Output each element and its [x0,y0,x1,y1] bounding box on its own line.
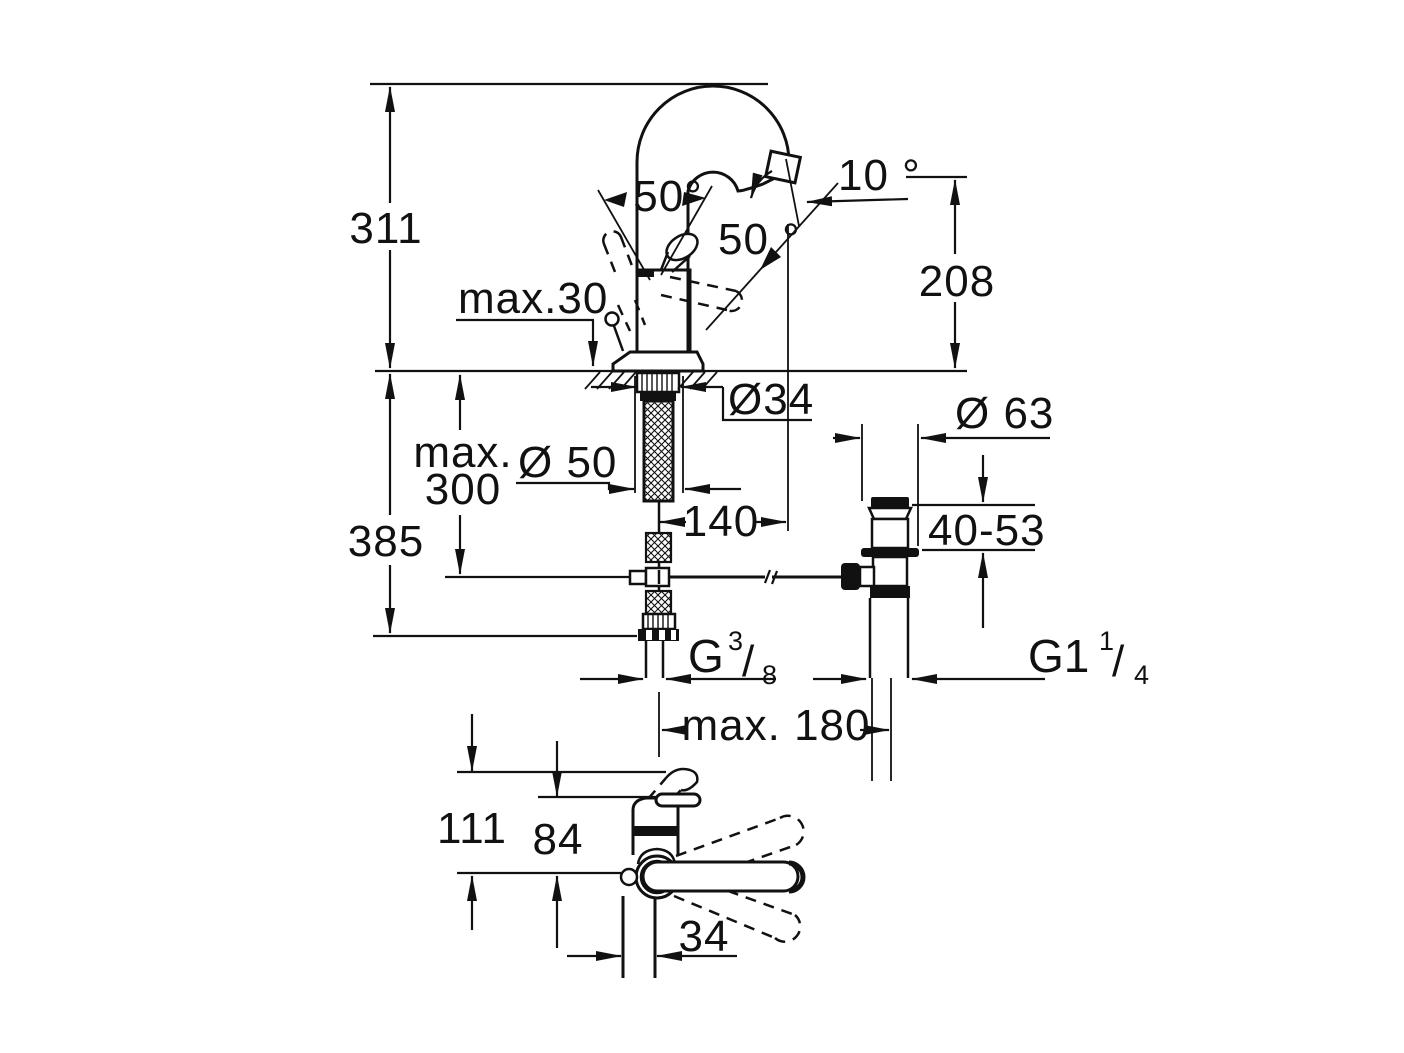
dimensions: 311 385 max. 300 max.30 Ø 50 [348,86,1149,961]
dim-34-label: 34 [679,912,730,961]
base-flange [611,350,705,373]
dim-111-label: 111 [437,804,507,853]
pivot-side-knob [619,867,639,887]
dim-111: 111 [437,714,507,930]
dim-g114-sup: 1 [1099,626,1114,656]
spout-outlet-tip [763,149,803,185]
waste-cylinder [870,517,910,550]
dim-g38-sup: 3 [728,626,743,656]
dim-d34: Ø34 [591,375,814,424]
handle-dashed-down [673,876,802,943]
front-lever-flat-cap [654,792,702,808]
waste-band [870,586,910,598]
handle-solid [641,860,800,893]
dim-d34-label: Ø34 [728,375,814,424]
front-lever-raised-grip [665,767,699,792]
dim-d63: Ø 63 [833,389,1054,546]
deck-hatching [584,371,718,390]
dim-385-label: 385 [348,517,424,566]
dim-g38-prefix: G [688,630,724,682]
waste-tailpipe [868,598,910,678]
rod-clamp [644,566,671,588]
dim-4053-label: 40-53 [928,506,1046,555]
dim-angle10: 10 ° [749,151,921,227]
dim-angle50-top: 50° [597,172,713,281]
waste-body [871,555,909,588]
shank-collar [640,392,676,401]
dim-208-label: 208 [919,257,995,306]
dim-34: 34 [567,912,737,961]
front-body-band [633,826,679,836]
dim-140: 140 [659,224,789,546]
dim-311: 311 [349,86,422,369]
handle-dashed-up [675,814,805,884]
dim-angle10-label: 10 ° [838,151,921,200]
dim-84-label: 84 [533,815,584,864]
reference-lines [370,82,967,875]
dim-g38-sub: 8 [762,660,777,690]
faucet-front-view [619,767,806,978]
dim-max300-label-line2: 300 [425,465,501,514]
dim-angle50-top-label: 50° [633,172,703,221]
below-deck-assembly [628,371,842,678]
dim-g114-slash: / [1112,637,1125,686]
dim-g114-sub: 4 [1134,660,1149,690]
front-pipe [621,896,657,978]
dim-angle50-right: 50 ° [705,182,839,331]
handle-end-cap [788,860,806,894]
dim-140-label: 140 [683,497,759,546]
front-pivot-dome [636,847,677,865]
dim-g114: G1 1 / 4 [813,626,1149,690]
dim-max180-label: max. 180 [682,701,871,750]
hose-section-2 [644,589,673,616]
dim-angle50-right-label: 50 ° [718,215,801,264]
dim-max300-label-line1: max. [413,428,512,477]
popup-knob-stem [612,325,625,352]
dim-208: 208 [906,175,995,369]
dim-max180: max. 180 [658,692,890,757]
waste-escutcheon [861,548,919,557]
dim-4053: 40-53 [912,455,1046,628]
dim-d50: Ø 50 [516,376,741,494]
popup-knob [604,311,620,327]
supply-pipe [644,641,665,678]
hose-section-1 [644,531,673,564]
dim-d63-label: Ø 63 [955,389,1054,438]
dim-84: 84 [533,741,584,948]
dim-g38-slash: / [742,637,755,686]
dim-max30-label: max.30 [458,274,608,323]
lever-dashed-left [602,230,647,332]
dim-g38: G 3 / 8 [580,626,777,690]
dim-385: 385 [348,373,424,634]
dim-max30: max.30 [456,274,608,367]
rod-break-marks [763,569,779,585]
rod-end-cap [628,569,648,586]
threaded-shank [642,399,675,503]
faucet-side-view [602,84,803,373]
dim-max300: max. 300 [413,374,630,579]
waste-rod-knob [841,563,860,590]
popup-waste-assembly [841,497,919,781]
dim-311-label: 311 [349,204,422,253]
lever-neck [659,251,691,273]
waste-flare [867,506,913,521]
dim-d50-label: Ø 50 [518,438,617,487]
waste-rod-socket [858,565,876,588]
dim-g114-prefix: G1 [1028,630,1089,682]
waste-cap [871,497,909,508]
